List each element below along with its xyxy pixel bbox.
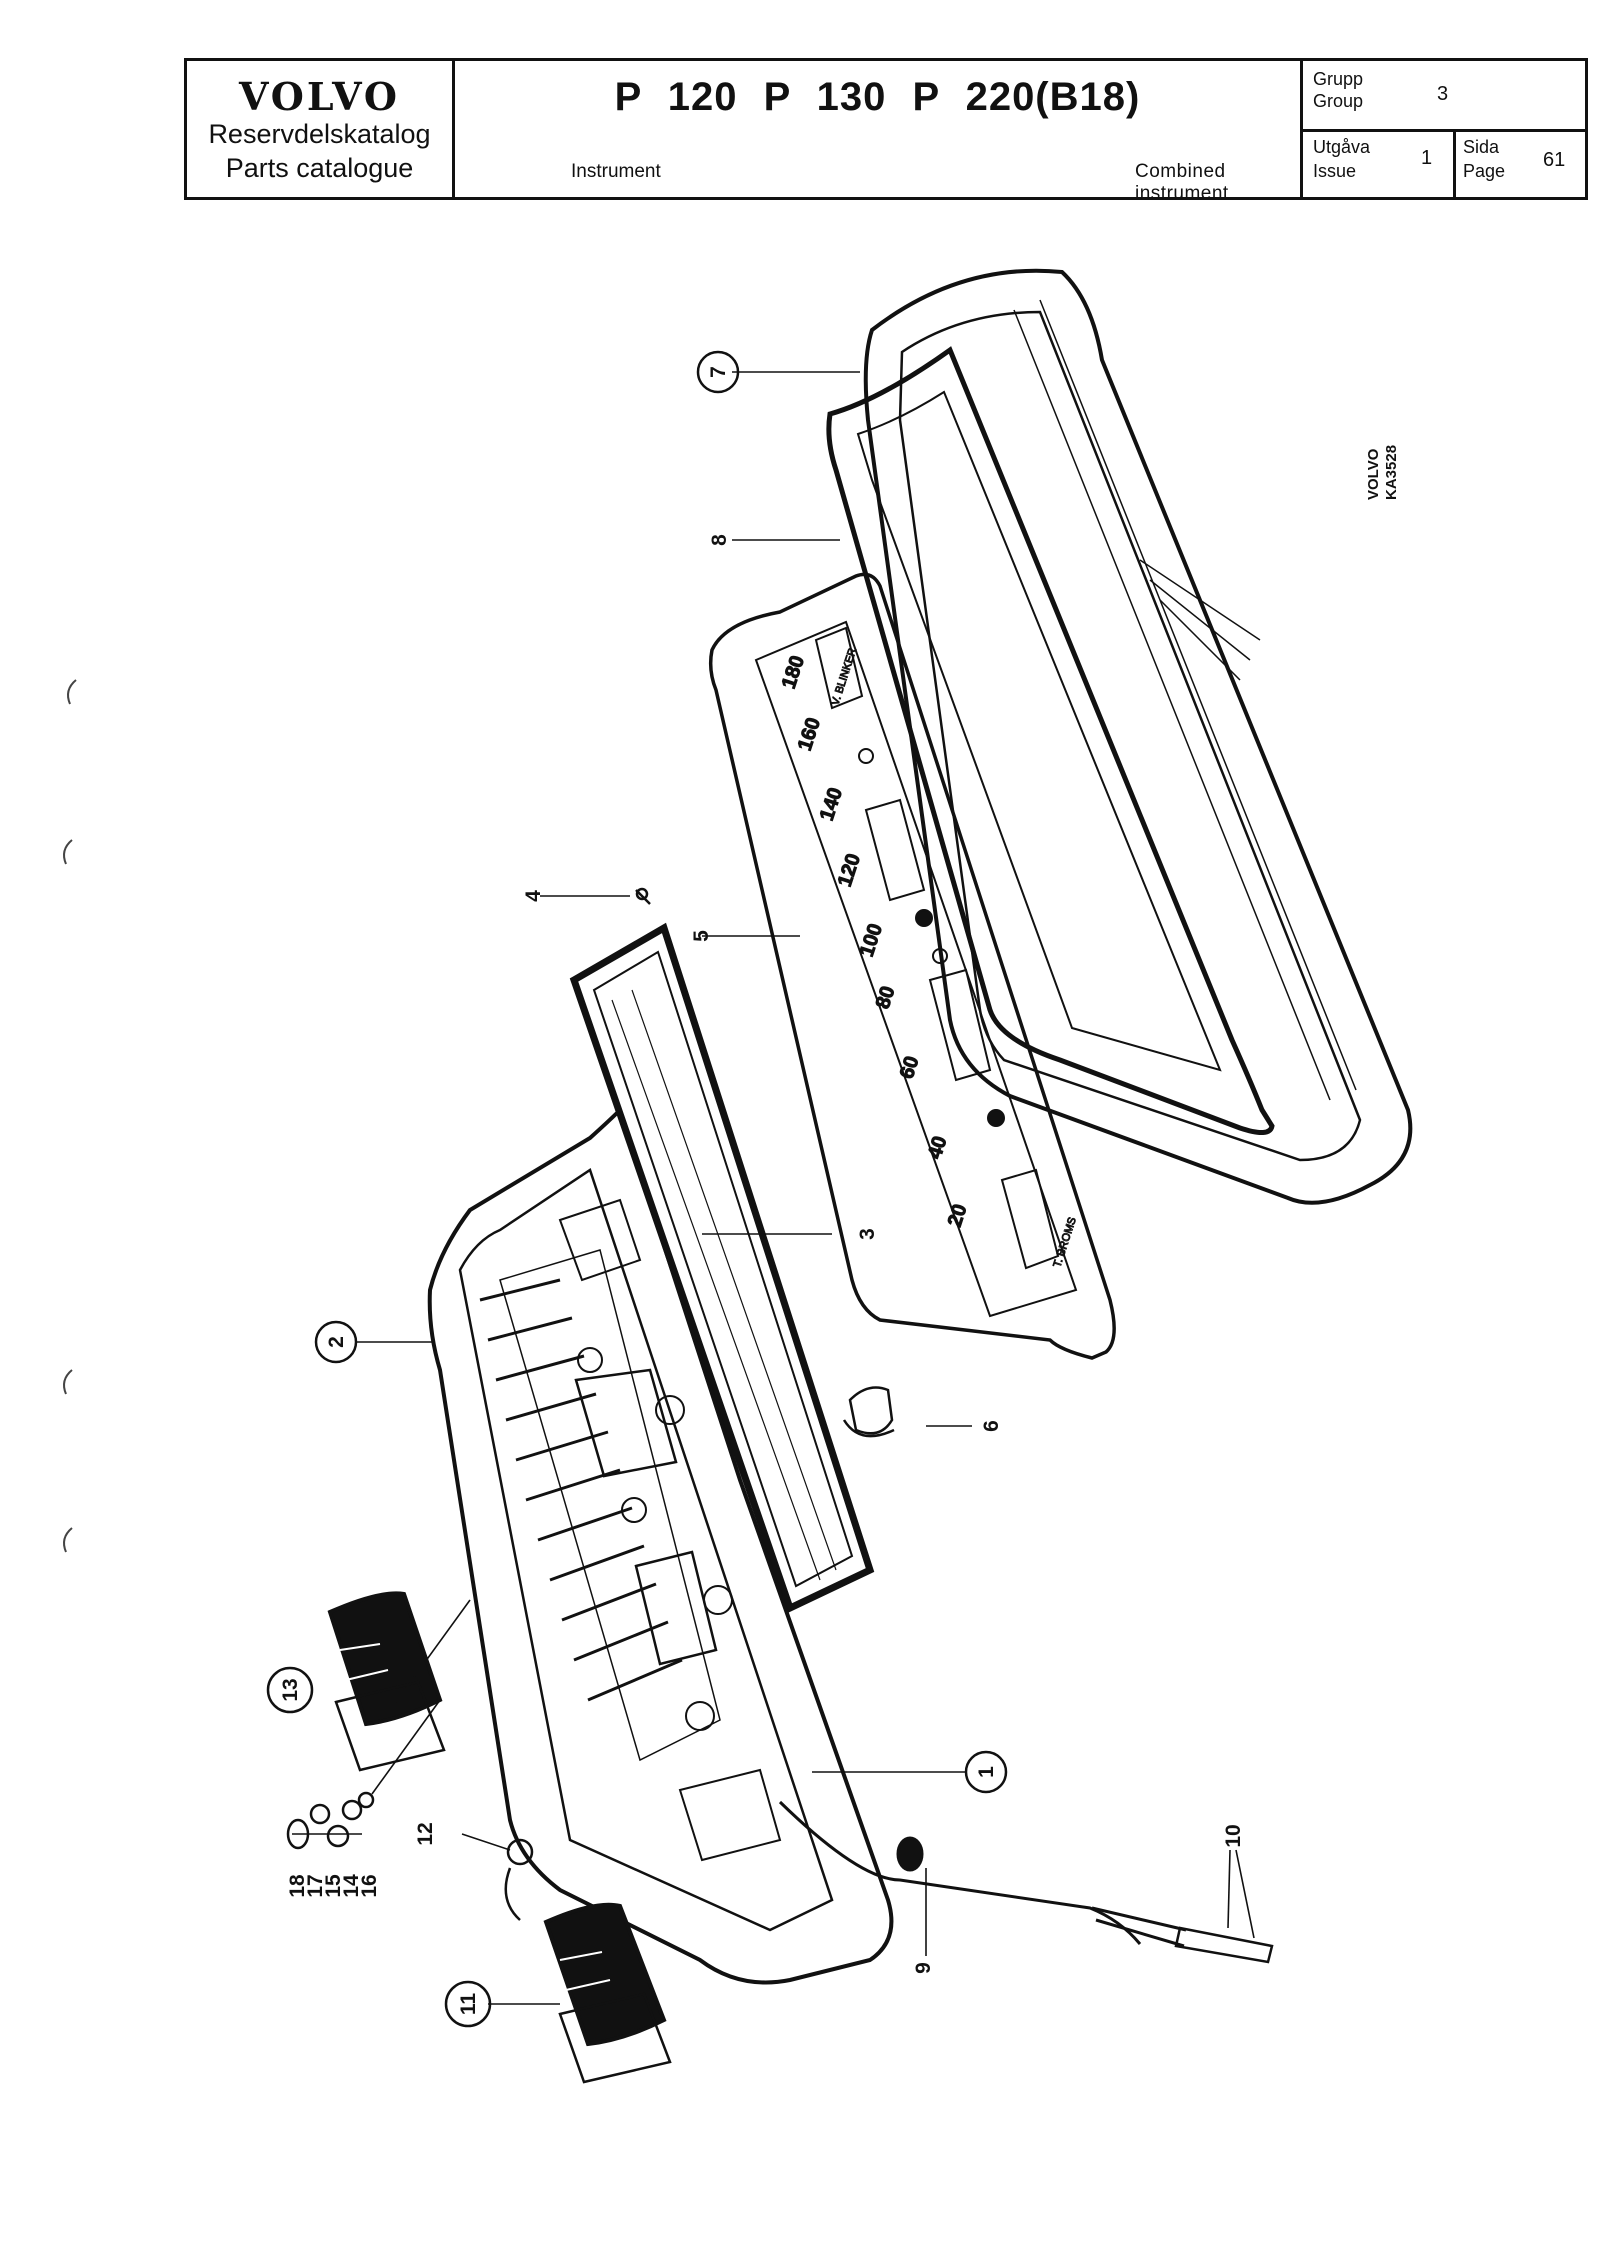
part-10-cable [778,1800,1274,1964]
issue-value: 1 [1421,147,1433,169]
part-12-socket [504,1838,534,1921]
callout-1: 1 [964,1750,1008,1794]
part-13-gauge [327,1591,446,1772]
callout-13: 13 [266,1666,314,1714]
callout-15: 15 [322,1874,345,1898]
part-4-screw [635,887,651,905]
brand-logo: VOLVO [238,74,401,119]
binder-marks [63,679,77,1553]
catalog-header: VOLVO Reservdelskatalog Parts catalogue … [184,58,1588,204]
parts-14-18-hardware [286,1791,375,1850]
dial-label-80: 80 [872,984,900,1012]
part-3-lens [569,922,875,1613]
part-5-dial-plate: 20 40 60 80 100 120 140 160 180 T. BROMS… [708,572,1116,1360]
gauge-label-brake: T. BROMS [1051,1216,1078,1269]
callout-8: 8 [708,534,731,546]
part-7-trim-frame [863,268,1413,1205]
part-8-gasket [826,346,1275,1135]
part-11-gauge [543,1902,672,2084]
leader-lines [292,371,1255,2005]
callout-2: 2 [314,1320,358,1364]
catalog-title-en: Parts catalogue [225,153,414,183]
dial-label-180: 180 [778,653,809,692]
group-label-en: Group [1313,91,1364,111]
dial-label-60: 60 [896,1054,924,1082]
svg-text:2: 2 [325,1336,348,1348]
dial-label-120: 120 [834,851,865,890]
issue-label-sv: Utgåva [1313,137,1371,157]
callout-3: 3 [856,1228,879,1240]
callout-14: 14 [340,1874,363,1898]
model-title: P 120 P 130 P 220(B18) [614,75,1141,119]
svg-text:7: 7 [707,366,730,378]
page-value: 61 [1543,149,1566,171]
callout-12: 12 [414,1822,437,1845]
callout-18: 18 [286,1874,309,1898]
callout-10: 10 [1222,1824,1245,1847]
callout-11: 11 [444,1980,492,2028]
group-label-sv: Grupp [1313,69,1364,89]
subject-en: Combined instrument [1135,161,1229,204]
meta-divider-h [1303,129,1585,132]
drawing-code-number: KA3528 [1383,445,1400,500]
callout-16: 16 [358,1874,381,1897]
part-2-housing [427,1106,894,1985]
dial-label-140: 140 [816,785,847,824]
part-6-bulb-holder [842,1386,895,1438]
svg-text:1: 1 [975,1766,998,1778]
callout-5: 5 [690,930,713,942]
title-cell: P 120 P 130 P 220(B18) Instrument Combin… [455,61,1303,204]
callout-4: 4 [522,890,545,902]
meta-cell: Grupp Group 3 Utgåva Issue 1 Sida Page 6… [1303,61,1585,197]
group-value: 3 [1437,83,1449,105]
catalog-title-sv: Reservdelskatalog [208,119,431,149]
issue-label-en: Issue [1313,161,1357,181]
dial-label-100: 100 [856,921,887,960]
page-label-sv: Sida [1463,137,1500,157]
dial-label-20: 20 [944,1202,972,1230]
dial-label-40: 40 [924,1134,952,1162]
drawing-code-brand: VOLVO [1365,448,1382,500]
svg-text:11: 11 [457,1993,480,2016]
brand-cell: VOLVO Reservdelskatalog Parts catalogue [187,61,455,197]
callout-17: 17 [304,1874,327,1897]
svg-text:13: 13 [279,1678,302,1701]
meta-divider-v [1453,129,1456,197]
dial-label-160: 160 [794,715,825,754]
callout-9: 9 [912,1962,935,1974]
callout-7: 7 [696,350,740,394]
page-label-en: Page [1463,161,1506,181]
subject-sv: Instrument [571,161,661,182]
callout-6: 6 [980,1420,1003,1432]
